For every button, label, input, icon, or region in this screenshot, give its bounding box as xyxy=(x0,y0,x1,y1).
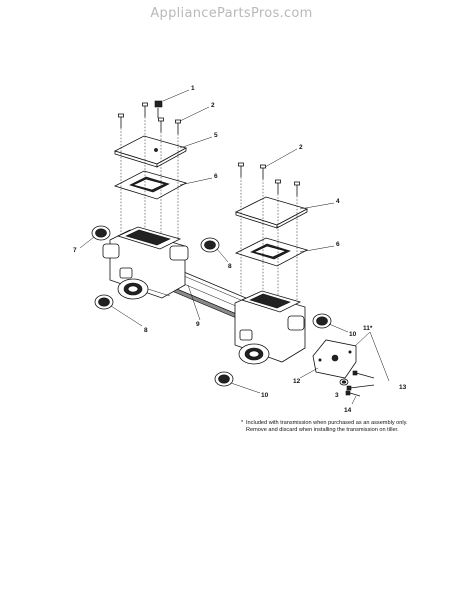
seal-8-upper xyxy=(200,237,220,253)
transmission-housing xyxy=(102,226,306,365)
right-screws xyxy=(238,162,300,196)
left-screws xyxy=(118,102,181,134)
side-cover-plate xyxy=(312,339,357,379)
right-gasket xyxy=(234,237,309,267)
callout-12: 12 xyxy=(293,378,301,385)
seal-8-lower xyxy=(94,294,114,310)
footnote-line-2: Remove and discard when installing the t… xyxy=(246,427,399,434)
bolt-14 xyxy=(345,390,361,397)
watermark-text: AppliancePartsPros.com xyxy=(150,6,313,21)
leader-lines xyxy=(79,89,390,405)
footnote-asterisk: * xyxy=(241,420,244,426)
footnote: * Included with transmission when purcha… xyxy=(241,420,456,435)
right-cover-plate xyxy=(234,196,309,229)
left-gasket xyxy=(113,170,188,200)
callout-7: 7 xyxy=(73,247,77,254)
left-cover-plate xyxy=(113,135,188,168)
callout-10-lower: 10 xyxy=(261,392,269,399)
callout-1: 1 xyxy=(191,85,195,92)
callout-9: 9 xyxy=(196,321,200,328)
seal-10-upper xyxy=(312,313,332,329)
washer-3 xyxy=(339,378,349,386)
callout-6-right: 6 xyxy=(336,241,340,248)
callout-13: 13 xyxy=(399,384,407,391)
callout-2-right: 2 xyxy=(299,144,303,151)
callout-14: 14 xyxy=(344,407,352,414)
callout-5: 5 xyxy=(214,132,218,139)
callout-2-left: 2 xyxy=(211,102,215,109)
seal-10-lower xyxy=(214,371,234,387)
callout-11: 11* xyxy=(363,325,373,332)
callout-8-upper: 8 xyxy=(228,263,232,270)
bolts-13 xyxy=(346,370,375,391)
callout-4: 4 xyxy=(336,198,340,205)
callout-6-left: 6 xyxy=(214,173,218,180)
callout-8-lower: 8 xyxy=(144,327,148,334)
seal-7 xyxy=(91,225,111,241)
callout-10-upper: 10 xyxy=(349,331,357,338)
callout-3: 3 xyxy=(335,392,339,399)
footnote-line-1: Included with transmission when purchase… xyxy=(246,420,408,426)
callout-labels: 1 2 5 6 2 4 6 7 8 8 9 10 10 11* 12 3 13 … xyxy=(73,85,407,414)
breather-plug xyxy=(154,100,163,108)
